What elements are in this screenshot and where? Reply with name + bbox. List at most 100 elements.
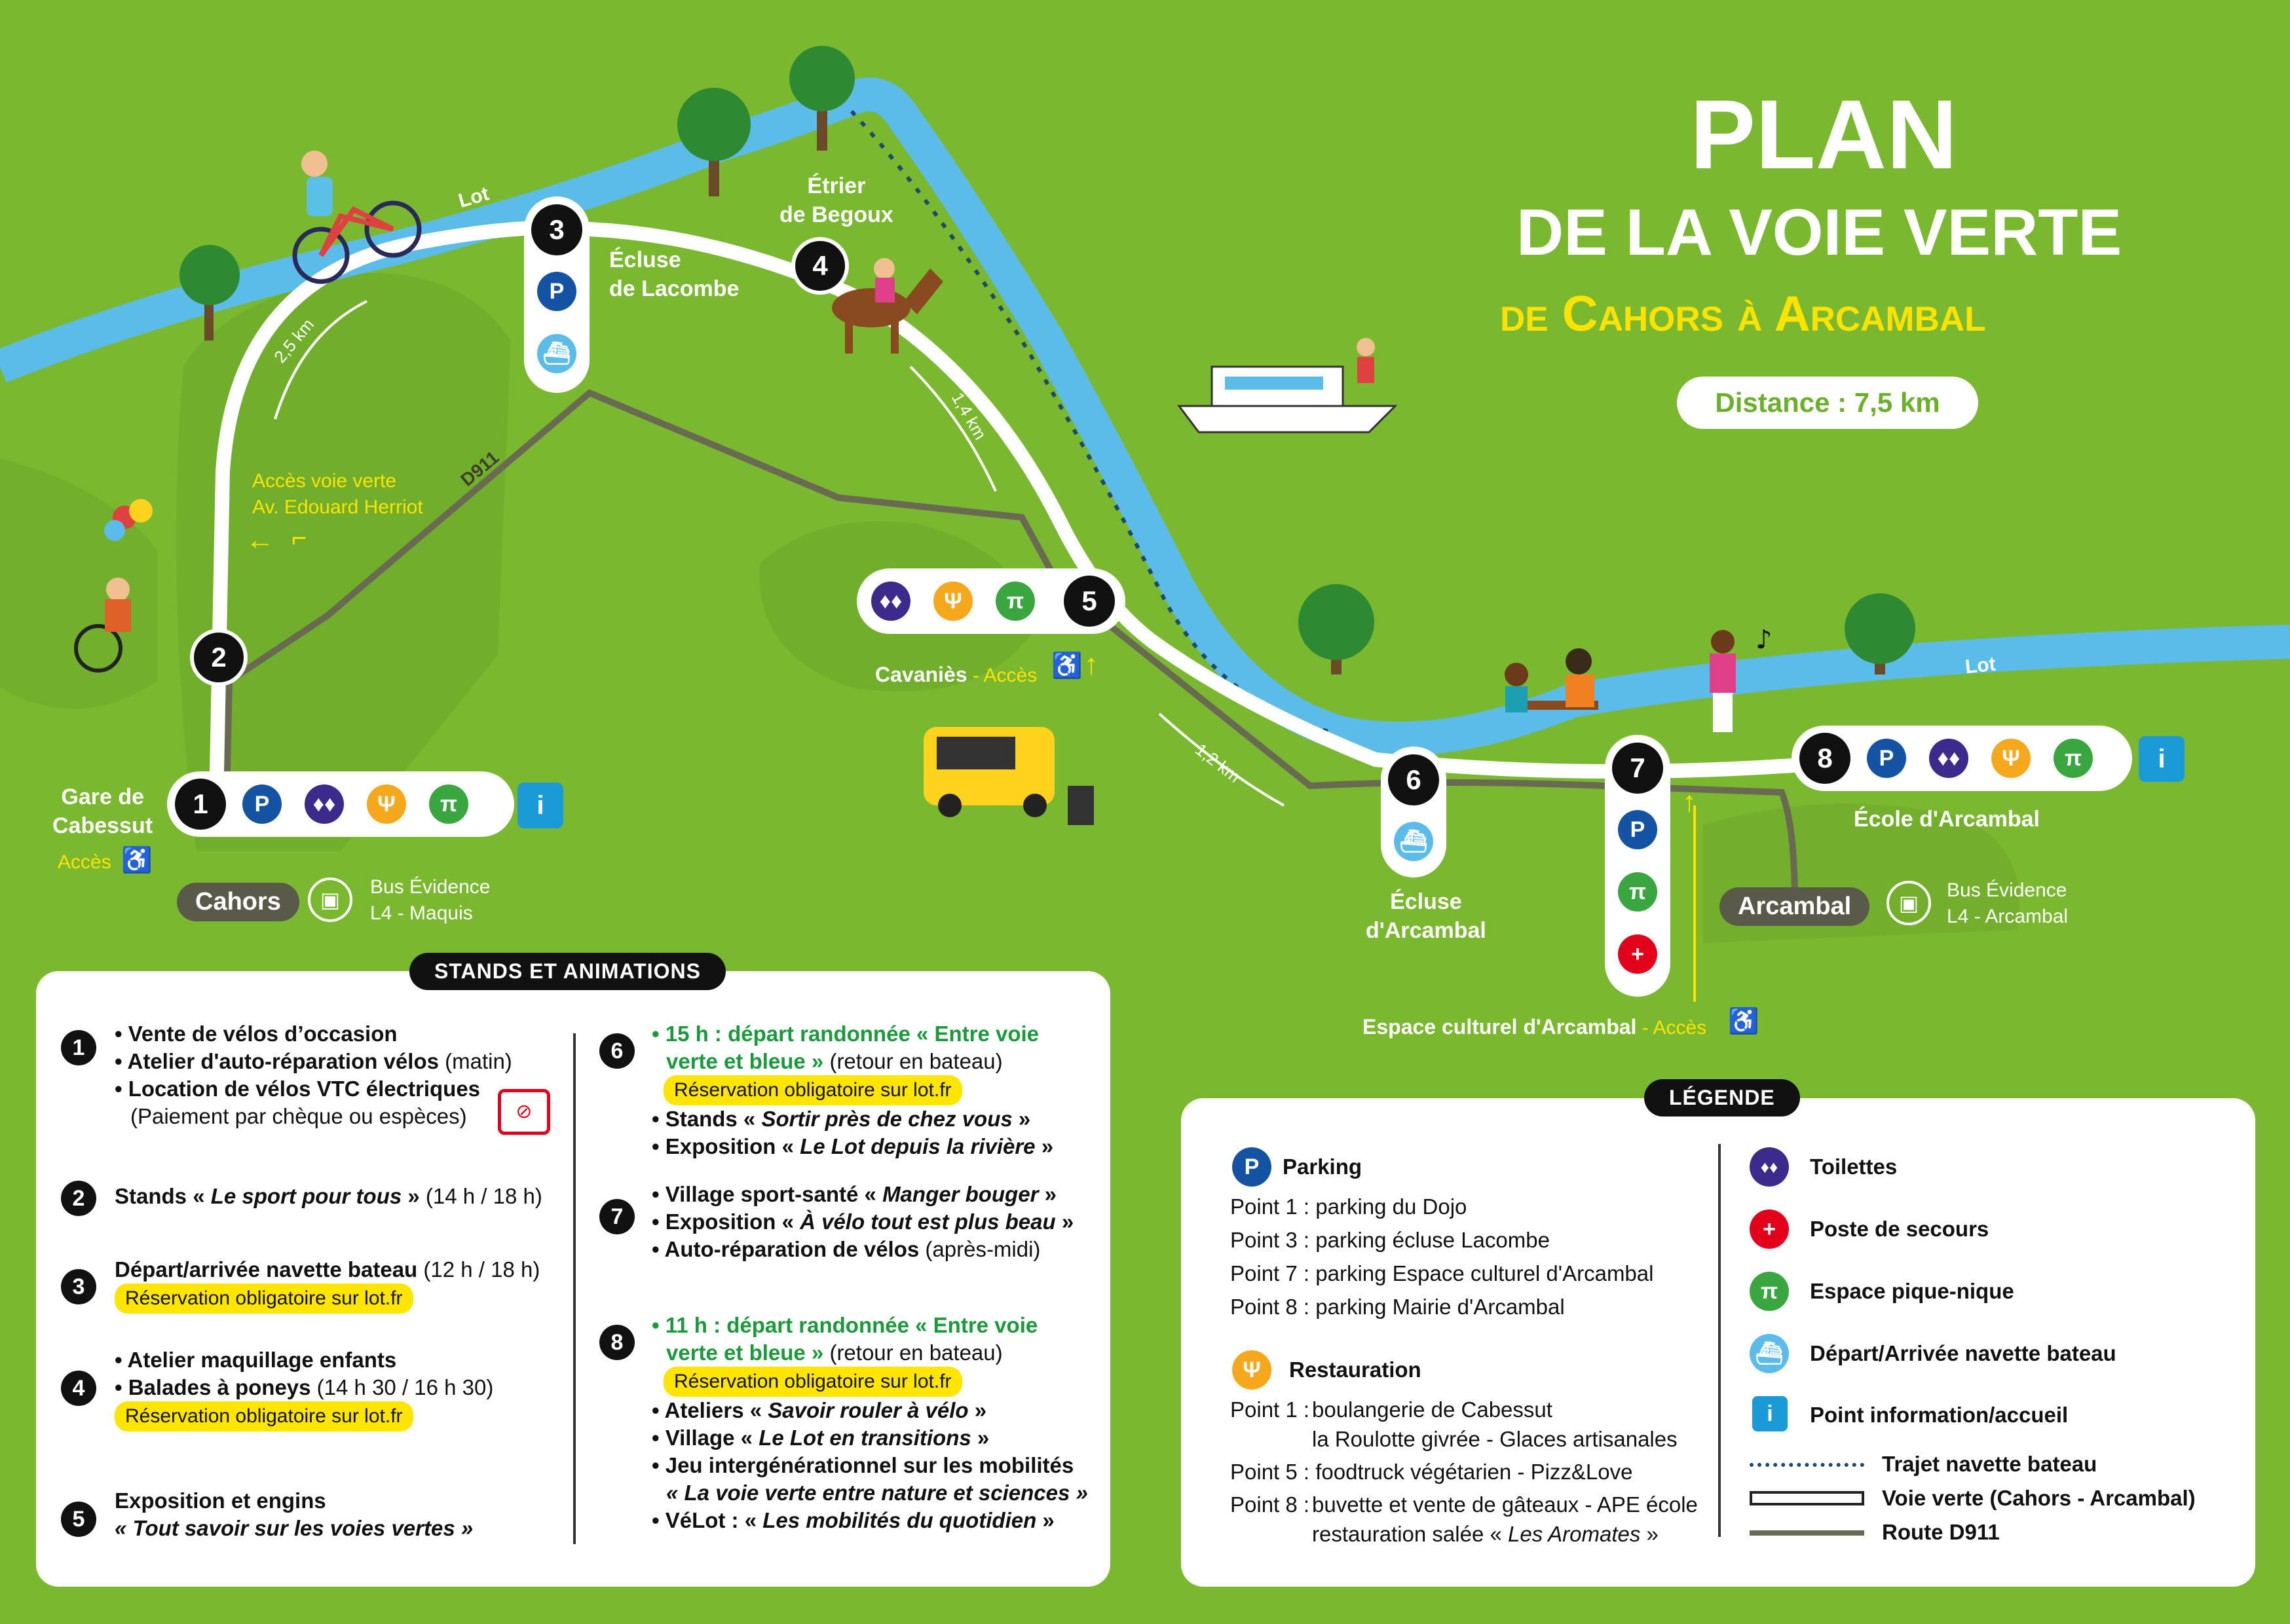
point-1-name-line2: Cabessut bbox=[52, 813, 153, 838]
point-5-access: - Accès bbox=[967, 665, 1038, 686]
river-label: Lot bbox=[1964, 653, 1997, 678]
picnic-icon: π bbox=[1750, 1272, 1789, 1311]
station-3[interactable]: 3 P ⛴ bbox=[524, 196, 590, 393]
stand-6-stands-suffix: » bbox=[1012, 1107, 1031, 1131]
point-5-number: 5 bbox=[1064, 576, 1115, 627]
point-7-number: 7 bbox=[1612, 743, 1663, 794]
stand-8-workshop-name: Savoir rouler à vélo bbox=[768, 1398, 969, 1422]
stand-8-village-name: Le Lot en transitions bbox=[759, 1426, 971, 1450]
bus-end-line1: Bus Évidence bbox=[1947, 879, 2067, 901]
stands-title: STANDS ET ANIMATIONS bbox=[409, 953, 726, 990]
legend-info: Point information/accueil bbox=[1810, 1403, 2069, 1427]
stand-6-expo-name: Le Lot depuis la rivière bbox=[800, 1134, 1036, 1158]
point-8-number: 8 bbox=[1799, 733, 1850, 784]
stand-2-prefix: Stands « bbox=[115, 1184, 211, 1208]
bus-start: Bus Évidence L4 - Maquis bbox=[370, 874, 490, 927]
stand-1-item-a: • Vente de vélos d’occasion bbox=[115, 1022, 398, 1046]
stand-2-name: Le sport pour tous bbox=[210, 1184, 402, 1208]
stand-8-workshop-prefix: • Ateliers « bbox=[652, 1398, 768, 1422]
legend-divider bbox=[1718, 1144, 1721, 1537]
bus-end: Bus Évidence L4 - Arcambal bbox=[1947, 877, 2068, 930]
stand-8-game: • Jeu intergénérationnel sur les mobilit… bbox=[652, 1453, 1074, 1477]
stand-8-game-name: « La voie verte entre nature et sciences… bbox=[666, 1481, 1088, 1505]
legend-parking-3: Point 3 : parking écluse Lacombe bbox=[1230, 1228, 1550, 1252]
stand-6-stands-prefix: • Stands « bbox=[652, 1107, 762, 1131]
legend-road: Route D911 bbox=[1882, 1520, 2000, 1544]
stand-7-number: 7 bbox=[599, 1199, 635, 1234]
stand-4-item-b: • Balades à poneys bbox=[115, 1375, 311, 1399]
reservation-badge: Réservation obligatoire sur lot.fr bbox=[664, 1367, 962, 1397]
stand-8-workshop-suffix: » bbox=[968, 1398, 987, 1422]
stand-8-velot-name: Les mobilités du quotidien bbox=[762, 1508, 1037, 1532]
station-1[interactable]: 1 P ♦♦ Ψ π bbox=[167, 771, 514, 837]
bus-icon: ▣ bbox=[1886, 881, 1931, 925]
tree-icon bbox=[1298, 584, 1374, 674]
point-8-name: École d'Arcambal bbox=[1854, 807, 2040, 832]
stand-1-item-b: • Atelier d'auto-réparation vélos bbox=[115, 1049, 439, 1073]
stands-divider bbox=[573, 1033, 576, 1544]
point-3-number: 3 bbox=[531, 204, 582, 255]
title-line3: de Cahors à Arcambal bbox=[1500, 286, 1986, 342]
picnic-icon: π bbox=[996, 581, 1035, 621]
stand-8: • 11 h : départ randonnée « Entre voie v… bbox=[652, 1312, 1088, 1534]
picnic-icon: π bbox=[429, 784, 468, 824]
stand-5-title: Exposition et engins bbox=[115, 1488, 326, 1513]
legend-restauration-1b: la Roulotte givrée - Glaces artisanales bbox=[1312, 1427, 1678, 1451]
stand-8-village-prefix: • Village « bbox=[652, 1426, 759, 1450]
point-6-number: 6 bbox=[1388, 754, 1439, 805]
point-3-name-line1: Écluse bbox=[609, 248, 681, 272]
bus-start-line1: Bus Évidence bbox=[370, 876, 491, 898]
legend-restauration-1a: boulangerie de Cabessut bbox=[1312, 1397, 1552, 1422]
first-aid-icon: + bbox=[1618, 934, 1657, 974]
stand-7-expo-name: À vélo tout est plus beau bbox=[800, 1209, 1056, 1234]
musician-illustration: ♪ bbox=[1710, 625, 1773, 732]
stand-2-time: (14 h / 18 h) bbox=[419, 1184, 542, 1208]
arrow-left-icon: ← bbox=[246, 524, 274, 556]
point-6-name-line2: d'Arcambal bbox=[1366, 918, 1486, 943]
stand-3-number: 3 bbox=[61, 1269, 96, 1304]
greenway-line bbox=[1750, 1491, 1864, 1505]
wheelchair-icon: ♿ bbox=[1051, 652, 1083, 680]
stand-7-repair: • Auto-réparation de vélos bbox=[652, 1237, 920, 1261]
toilets-icon: ♦♦ bbox=[1929, 739, 1968, 778]
legend-parking-label: Parking bbox=[1283, 1154, 1362, 1179]
stand-5: Exposition et engins « Tout savoir sur l… bbox=[115, 1487, 473, 1542]
title-line2: DE LA VOIE VERTE bbox=[1516, 196, 2122, 269]
point-6-name-line1: Écluse bbox=[1390, 889, 1462, 914]
point-1-name-line1: Gare de bbox=[61, 784, 144, 809]
boat-shuttle-icon: ⛴ bbox=[1750, 1334, 1789, 1373]
tree-icon bbox=[677, 88, 751, 196]
point-5-label: Cavaniès - Accès bbox=[875, 663, 1037, 687]
station-5[interactable]: ♦♦ Ψ π 5 bbox=[857, 568, 1125, 634]
legend-restauration-8b-name: Les Aromates bbox=[1508, 1522, 1641, 1546]
legend-title: LÉGENDE bbox=[1644, 1079, 1800, 1116]
stand-2-suffix: » bbox=[402, 1184, 420, 1208]
legend-greenway: Voie verte (Cahors - Arcambal) bbox=[1882, 1486, 2196, 1510]
stand-3-time: (12 h / 18 h) bbox=[417, 1257, 540, 1282]
stand-8-hike-note: (retour en bateau) bbox=[823, 1340, 1003, 1365]
access-note-line1: Accès voie verte bbox=[252, 470, 397, 492]
info-icon: i bbox=[1752, 1396, 1788, 1431]
legend-parking-8: Point 8 : parking Mairie d'Arcambal bbox=[1230, 1295, 1565, 1319]
bus-icon: ▣ bbox=[308, 877, 352, 922]
point-4-number[interactable]: 4 bbox=[791, 237, 849, 295]
stand-1-item-c-note: (Paiement par chèque ou espèces) bbox=[130, 1104, 467, 1128]
station-6[interactable]: 6 ⛴ bbox=[1381, 747, 1446, 877]
point-2-number[interactable]: 2 bbox=[190, 629, 248, 686]
station-8[interactable]: 8 P ♦♦ Ψ π bbox=[1792, 726, 2132, 791]
stand-1-item-c: • Location de vélos VTC électriques bbox=[115, 1077, 481, 1101]
legend-restauration-8a: buvette et vente de gâteaux - APE école bbox=[1312, 1492, 1698, 1517]
point-1-label: Gare de Cabessut bbox=[52, 783, 153, 840]
reservation-badge: Réservation obligatoire sur lot.fr bbox=[115, 1401, 413, 1431]
point-7-access: - Accès bbox=[1636, 1017, 1707, 1039]
hill-shape bbox=[176, 273, 511, 852]
stand-7: • Village sport-santé « Manger bouger » … bbox=[652, 1181, 1074, 1263]
access-note-line2: Av. Edouard Herriot bbox=[252, 496, 423, 518]
point-7-name: Espace culturel d'Arcambal bbox=[1362, 1015, 1637, 1039]
toilets-icon: ♦♦ bbox=[305, 784, 344, 824]
restauration-icon: Ψ bbox=[1991, 739, 2031, 778]
station-7[interactable]: 7 P π + bbox=[1605, 735, 1670, 997]
stand-4-time: (14 h 30 / 16 h 30) bbox=[310, 1375, 494, 1399]
stand-2-number: 2 bbox=[61, 1181, 96, 1216]
stand-6-expo-prefix: • Exposition « bbox=[652, 1134, 800, 1158]
